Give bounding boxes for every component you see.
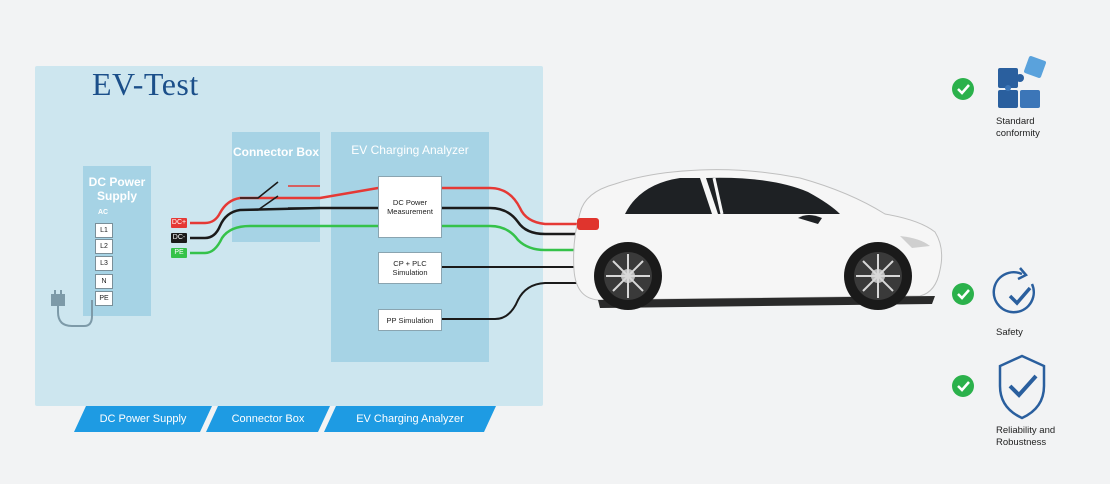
wire-dc-plus [190, 186, 580, 226]
shield-check-icon [998, 354, 1046, 420]
feature-standard-conformity: Standard conformity [996, 116, 1040, 139]
ac-plug-icon [51, 290, 93, 327]
dc-power-supply-title: DC Power Supply [88, 175, 146, 203]
terminal-pe: PE [95, 291, 113, 306]
ac-label: AC [98, 209, 109, 216]
terminal-l1: L1 [95, 223, 113, 238]
terminal-n: N [95, 274, 113, 289]
refresh-check-icon [992, 267, 1035, 314]
tag-dc-minus: DC- [171, 233, 187, 243]
check-icon [952, 78, 974, 100]
ev-charging-analyzer-title: EV Charging Analyzer [351, 143, 469, 157]
connector-box-title: Connector Box [232, 145, 319, 159]
bottom-tabs-shapes [74, 406, 496, 432]
check-icon [952, 283, 974, 305]
feature-safety: Safety [996, 327, 1023, 338]
tag-pe: PE [171, 248, 187, 258]
feature-reliability-robustness: Reliability and Robustness [996, 425, 1056, 448]
terminal-l2: L2 [95, 239, 113, 254]
connector-box: Connector Box [232, 132, 320, 242]
check-icon [952, 375, 974, 397]
electric-car-illustration [573, 169, 943, 310]
puzzle-icon [998, 56, 1046, 108]
wire-pp [440, 282, 580, 320]
module-pp-simulation: PP Simulation [378, 309, 442, 331]
switch-symbols [240, 181, 320, 211]
wire-pe [190, 224, 580, 255]
tab-dc-power-supply: DC Power Supply [99, 413, 187, 425]
module-dc-power-measurement: DC Power Measurement [378, 176, 442, 238]
tag-dc-plus: DC+ [171, 218, 187, 228]
tab-connector-box: Connector Box [231, 413, 305, 425]
feature-icons [952, 56, 1046, 420]
dc-power-supply-box: DC Power Supply [83, 166, 151, 316]
terminal-l3: L3 [95, 256, 113, 271]
module-cp-plc-simulation: CP + PLC Simulation [378, 252, 442, 284]
wire-dc-minus [190, 206, 580, 240]
diagram-title: EV-Test [92, 66, 199, 102]
tab-ev-charging-analyzer: EV Charging Analyzer [356, 413, 464, 425]
